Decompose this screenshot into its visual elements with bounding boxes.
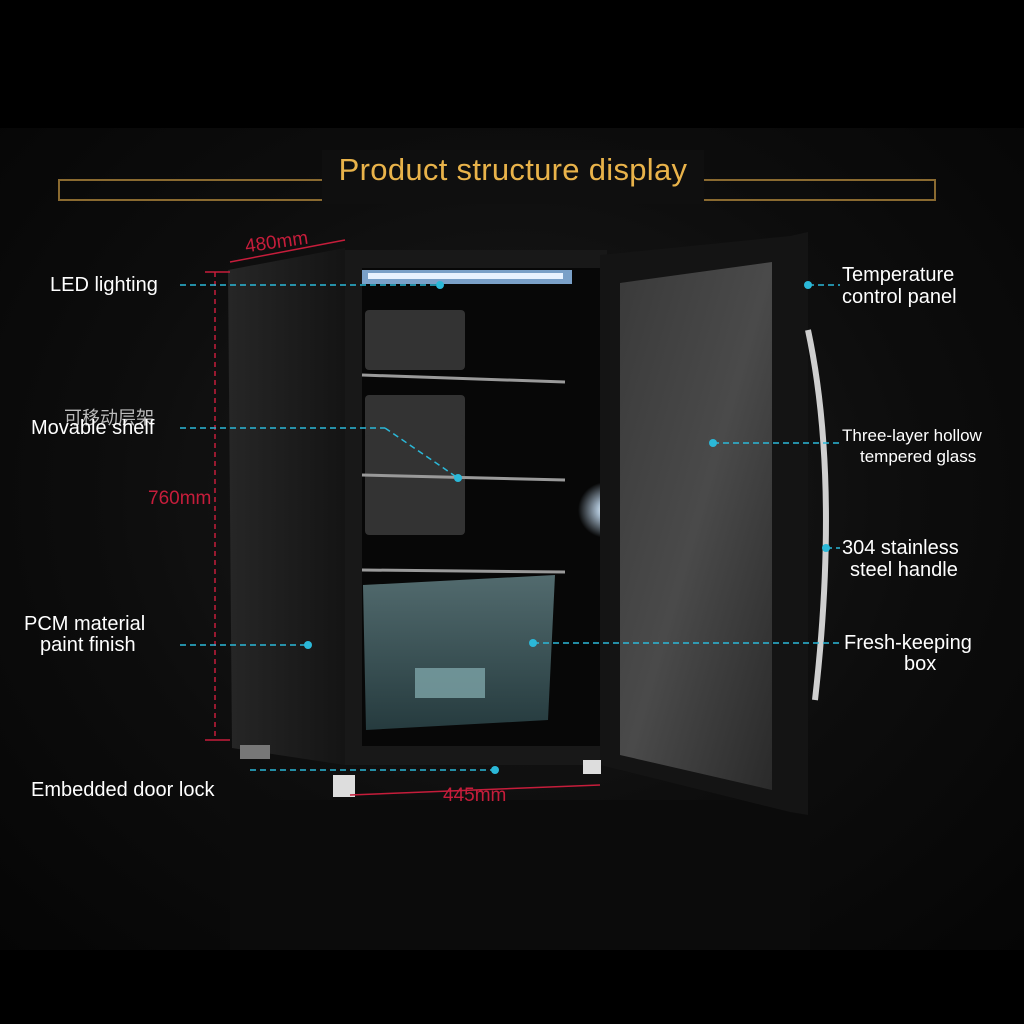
label-led-lighting: LED lighting — [50, 274, 158, 296]
floor-reflection — [230, 800, 810, 950]
shelves — [361, 373, 566, 574]
foot-left — [333, 775, 355, 797]
dimension-height: 760mm — [148, 488, 212, 509]
label-handle-line2: steel handle — [850, 559, 958, 581]
dimension-lines — [205, 239, 601, 796]
label-pcm-line1: PCM material — [24, 613, 146, 635]
label-glass-line1: Three-layer hollow — [842, 426, 982, 445]
label-temp-line2: control panel — [842, 286, 957, 308]
label-pcm-line2: paint finish — [40, 634, 136, 656]
label-handle-line1: 304 stainless — [842, 537, 959, 559]
back-grilles — [365, 310, 465, 535]
page-title: Product structure display — [338, 152, 688, 187]
label-temp-line1: Temperature — [842, 264, 955, 286]
leader-dots — [304, 281, 830, 774]
leader-lines — [180, 284, 840, 771]
label-glass-line2: tempered glass — [860, 447, 977, 466]
door-glass — [620, 262, 772, 790]
label-movable-shelf-overlay: 可移动层架 — [64, 408, 154, 428]
fresh-box — [363, 575, 555, 730]
cabinet-side — [228, 248, 345, 765]
label-movable-shelf: Movable shelf — [31, 417, 155, 439]
dimension-width: 445mm — [443, 785, 507, 806]
foot-right — [583, 760, 601, 774]
label-box-line1: Fresh-keeping — [844, 632, 972, 654]
door-handle — [805, 329, 829, 701]
label-box-line2: box — [904, 653, 937, 675]
label-door-lock: Embedded door lock — [31, 779, 215, 801]
